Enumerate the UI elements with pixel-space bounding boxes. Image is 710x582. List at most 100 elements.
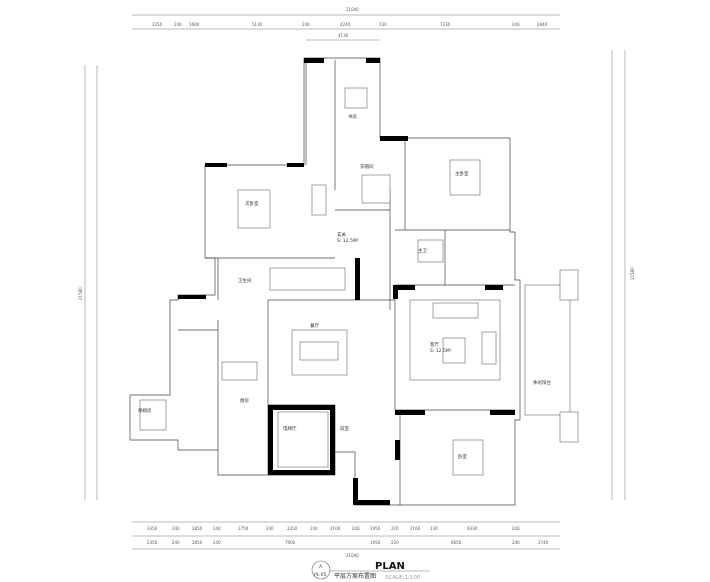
- wall-block: [268, 405, 335, 410]
- callout-letter: A: [319, 564, 323, 570]
- dim: 240: [310, 526, 318, 531]
- plan-heading: PLAN: [375, 561, 405, 572]
- dim: 240: [512, 22, 520, 27]
- bottom-total-dim: 21040: [346, 553, 359, 558]
- room-area: S: 12.5M²: [430, 348, 452, 354]
- balcony-planter: [559, 269, 579, 301]
- room-label-balcony: 休闲阳台: [533, 379, 551, 386]
- dim: 2850: [192, 526, 203, 531]
- balcony-planter: [559, 411, 579, 443]
- nanny-bed: [139, 399, 167, 431]
- room-area: S: 12.5M²: [337, 238, 359, 244]
- wall-block: [268, 405, 273, 475]
- dim: 2840: [537, 22, 548, 27]
- room-label-master: 主卧室: [455, 170, 469, 177]
- wall-block: [178, 295, 206, 299]
- dim: 4130: [338, 33, 349, 38]
- walls: [129, 57, 521, 506]
- wall-block: [366, 58, 380, 63]
- balcony-area: [524, 284, 571, 416]
- dim: 2350: [147, 526, 158, 531]
- wall-block: [490, 410, 515, 415]
- cloak-closet: [361, 174, 391, 204]
- dim: 220: [391, 540, 399, 545]
- wall-block: [380, 136, 408, 141]
- dim: 240: [213, 540, 221, 545]
- dim: 240: [172, 540, 180, 545]
- dim: 240: [266, 526, 274, 531]
- dining-table: [299, 341, 339, 361]
- dim: 240: [512, 526, 520, 531]
- kitchen-counter: [269, 267, 346, 291]
- dim: 240: [174, 22, 182, 27]
- study-desk: [344, 87, 368, 109]
- room-label-living: 客厅: [430, 341, 439, 348]
- left-total-dim: 21580: [78, 287, 83, 300]
- dim: 240: [172, 526, 180, 531]
- side-dimensions: 21580 21580: [78, 50, 635, 500]
- second-bed: [237, 189, 271, 229]
- dim: 220: [391, 526, 399, 531]
- top-dimensions: 21040 2350 240 1600 5130 240 4240 130 72…: [132, 7, 560, 41]
- dim: 240: [302, 22, 310, 27]
- chaise: [481, 331, 497, 365]
- wall-block: [268, 470, 335, 475]
- wall-block: [355, 500, 390, 505]
- dim: 1600: [189, 22, 200, 27]
- master-bed: [449, 159, 481, 196]
- room-label-nanny: 保姆房: [138, 407, 152, 414]
- dim: 240: [512, 540, 520, 545]
- dim: 130: [379, 22, 387, 27]
- dim: 5130: [252, 22, 263, 27]
- room-label-bedroom: 卧室: [458, 453, 467, 460]
- dim: 7230: [440, 22, 451, 27]
- dim: 2350: [147, 540, 158, 545]
- wall-block: [395, 440, 400, 460]
- wall-block: [353, 478, 358, 505]
- dim: 2160: [410, 526, 421, 531]
- room-label-study: 书房: [348, 113, 357, 120]
- wall-block: [485, 285, 503, 290]
- dim: 2850: [192, 540, 203, 545]
- room-label-lift: 电梯厅: [283, 425, 297, 432]
- dim: 1950: [370, 540, 381, 545]
- dim: 2350: [152, 22, 163, 27]
- dim: 6650: [451, 540, 462, 545]
- dim: 6330: [467, 526, 478, 531]
- furniture: [139, 87, 579, 476]
- dim: 2750: [238, 526, 249, 531]
- room-label-kitchen: 厨房: [240, 397, 249, 404]
- dim: 130: [430, 526, 438, 531]
- room-label-bath: 卫生间: [238, 277, 252, 284]
- top-total-dim: 21040: [346, 7, 359, 12]
- wall-block: [393, 285, 398, 299]
- dim: 4240: [340, 22, 351, 27]
- dim: 2740: [538, 540, 549, 545]
- dim: 2100: [330, 526, 341, 531]
- kitchen-island: [221, 361, 258, 381]
- room-label-master-bath: 主卫: [418, 247, 427, 254]
- bath-tub: [417, 239, 444, 263]
- vanity: [311, 184, 327, 216]
- bedroom-bed: [452, 439, 484, 476]
- room-label-second: 次卧室: [245, 200, 259, 207]
- room-label-foyer: 玄关: [337, 231, 346, 238]
- room-labels: 书房 衣帽间 主卧室 次卧室 玄关 S: 12.5M² 卫生间 主卫 客厅 S:…: [138, 113, 551, 460]
- wall-block: [395, 410, 425, 415]
- room-label-front: 前室: [340, 425, 349, 432]
- dim: 240: [352, 526, 360, 531]
- wall-block: [395, 285, 415, 290]
- wall-block: [205, 163, 227, 167]
- scale-label: SCALE:1:100: [385, 575, 421, 581]
- room-label-cloak: 衣帽间: [360, 163, 374, 170]
- room-label-dining: 餐厅: [310, 322, 319, 329]
- right-total-dim: 21580: [630, 267, 635, 280]
- callout-sheet: PL-05: [314, 572, 327, 578]
- coffee-table: [442, 337, 466, 364]
- bottom-dimensions: 2350 240 2850 240 2750 240 2350 240 2100…: [132, 521, 560, 558]
- elevator: [277, 411, 329, 468]
- dim: 2350: [287, 526, 298, 531]
- title-block: A PL-05 平层方案布置图 PLAN SCALE:1:100: [311, 560, 430, 581]
- wall-block: [304, 58, 324, 63]
